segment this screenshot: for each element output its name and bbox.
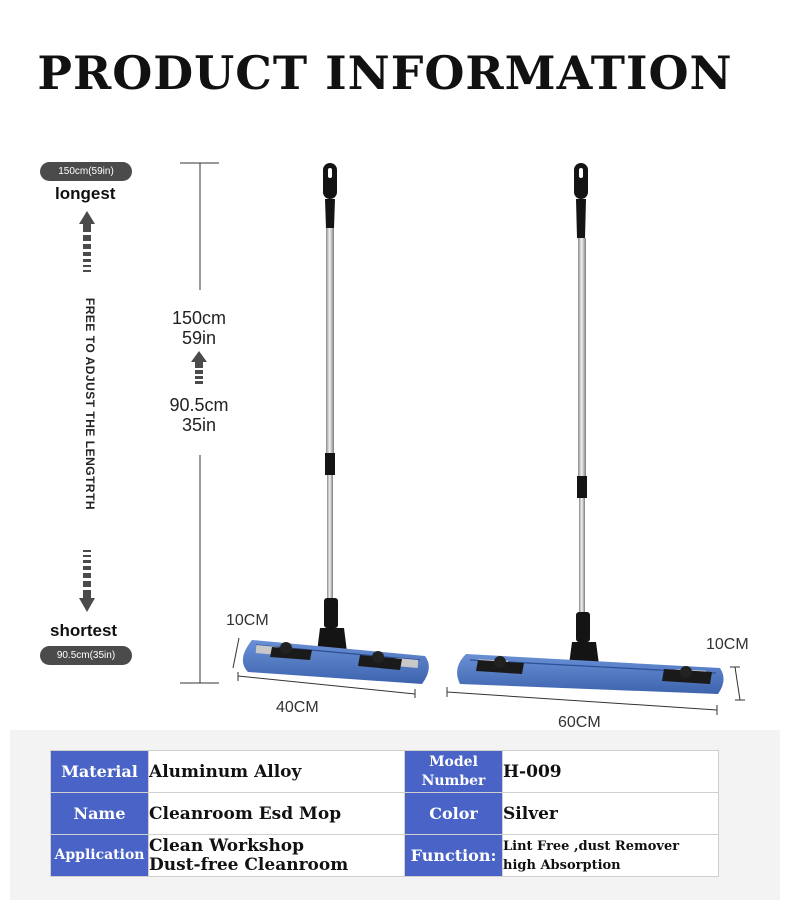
small-mop-height-label: 10CM [226, 612, 269, 629]
table-row: Name Cleanroom Esd Mop Color Silver [50, 792, 719, 835]
table-row: Application Clean Workshop Dust-free Cle… [50, 834, 719, 877]
material-value: Aluminum Alloy [148, 750, 405, 793]
page-title: PRODUCT INFORMATION [37, 46, 733, 100]
height-dimension-line [180, 162, 219, 684]
application-value: Clean Workshop Dust-free Cleanroom [148, 834, 405, 877]
name-header: Name [50, 792, 149, 835]
small-up-arrow-icon [191, 351, 207, 384]
min-length-in: 35in [181, 415, 217, 435]
shortest-length-badge: 90.5cm(35in) [40, 646, 132, 665]
short-mop [242, 163, 429, 684]
function-value: Lint Free ,dust Remover high Absorption [502, 834, 719, 877]
large-mop-width-label: 60CM [558, 714, 601, 731]
max-length-in: 59in [181, 328, 217, 348]
color-value: Silver [502, 792, 719, 835]
longest-length-badge: 150cm(59in) [40, 162, 132, 181]
application-line-1: Clean Workshop [149, 835, 305, 856]
function-line-1: Lint Free ,dust Remover [503, 838, 680, 854]
max-length-cm: 150cm [171, 308, 227, 328]
application-line-2: Dust-free Cleanroom [149, 854, 349, 875]
material-header: Material [50, 750, 149, 793]
spec-table: Material Aluminum Alloy Model Number H-0… [50, 750, 719, 877]
min-length-cm: 90.5cm [169, 395, 229, 415]
table-row: Material Aluminum Alloy Model Number H-0… [50, 750, 719, 793]
model-number-header: Model Number [404, 750, 503, 793]
pad-dimension-lines [232, 637, 745, 715]
mop-illustration [79, 162, 745, 715]
color-header: Color [404, 792, 503, 835]
function-header: Function: [404, 834, 503, 877]
down-arrow-icon [79, 550, 95, 612]
name-value: Cleanroom Esd Mop [148, 792, 405, 835]
application-header: Application [50, 834, 149, 877]
shortest-label: shortest [50, 621, 118, 640]
long-mop [457, 163, 724, 694]
model-number-value: H-009 [502, 750, 719, 793]
function-line-2: high Absorption [503, 857, 621, 873]
up-arrow-icon [79, 211, 95, 272]
large-mop-height-label: 10CM [706, 636, 749, 653]
max-length-measure: 150cm 59in [160, 308, 238, 348]
small-mop-width-label: 40CM [276, 699, 319, 716]
min-length-measure: 90.5cm 35in [157, 395, 241, 435]
longest-label: longest [55, 184, 116, 203]
